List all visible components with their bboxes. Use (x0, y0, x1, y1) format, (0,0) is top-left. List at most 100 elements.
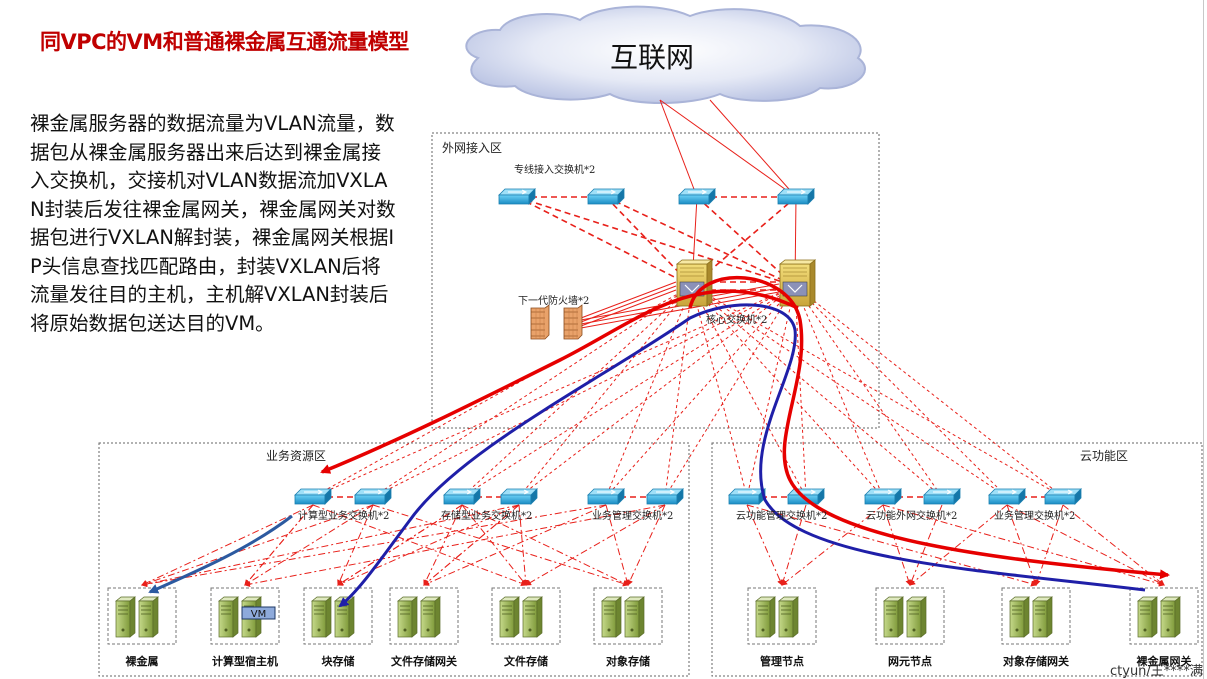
server-icon (883, 596, 904, 638)
server-group-box (1129, 587, 1199, 645)
server-icon (1160, 596, 1181, 638)
cloud-mgmt-switch-label: 云功能管理交换机*2 (736, 511, 828, 522)
server-icon (1009, 596, 1030, 638)
server-icon (1137, 596, 1158, 638)
link-core-access (691, 285, 943, 498)
link-access-server (461, 504, 527, 586)
cloud-icon (465, 5, 866, 104)
zone-cloud-box (711, 442, 1203, 677)
link-core-access (605, 285, 796, 498)
node-file-gateway-label: 文件存储网关 (391, 655, 457, 668)
link-access-server (746, 504, 1037, 587)
dotted-links (312, 285, 1064, 498)
node-bm-gateway-label: 裸金属网关 (1136, 655, 1192, 668)
switch-icon (777, 188, 815, 205)
node-object-gateway-label: 对象存储网关 (1003, 655, 1069, 668)
node-object-storage-label: 对象存储 (606, 655, 650, 668)
leased-line-switch-label: 专线接入交换机*2 (514, 165, 596, 176)
link-access-server (781, 504, 884, 586)
server-group-box (303, 587, 373, 645)
link-core-access (794, 285, 1064, 498)
server-icon (755, 596, 776, 638)
node-block-storage-label: 块存储 (321, 655, 355, 668)
link-firewall-core (580, 289, 677, 327)
slide-edge (1203, 0, 1204, 679)
link-core-access (372, 285, 693, 498)
server-group-box (593, 587, 663, 645)
internet-label: 互联网 (610, 41, 695, 74)
server-group-box (210, 587, 280, 645)
link-core-access (664, 285, 796, 498)
switch-icon (1044, 488, 1082, 505)
firewall-icon (530, 304, 550, 340)
servers (107, 587, 1199, 645)
node-ne-label: 网元节点 (888, 655, 932, 668)
server-icon (906, 596, 927, 638)
link-access-server (337, 504, 463, 586)
link-access-server (1034, 504, 1064, 586)
server-group-box (491, 587, 561, 645)
firewall-icon (563, 304, 583, 340)
link-access-server (337, 504, 520, 586)
link-core-access (794, 285, 1008, 498)
server-group-box (1001, 587, 1071, 645)
link-line (516, 196, 796, 287)
switch-icon (443, 488, 481, 505)
server-icon (1032, 596, 1053, 638)
compute-switch-label: 计算型业务交换机*2 (298, 511, 390, 522)
server-icon (218, 596, 239, 638)
devices (294, 188, 1082, 505)
link-core-access (605, 285, 693, 498)
link-access-server (1006, 504, 1038, 586)
link-access-server (518, 504, 529, 586)
zone-business-label: 业务资源区 (266, 449, 327, 463)
switch-icon (678, 188, 716, 205)
link-access-server (141, 504, 314, 586)
link-access-server (780, 504, 807, 586)
server-icon (311, 596, 332, 638)
switch-icon (787, 488, 825, 505)
link-access-server (909, 504, 1008, 586)
link-access-server (882, 504, 912, 586)
switch-icon (587, 488, 625, 505)
flow-red-to-bm-gateway (688, 275, 1170, 580)
link-internet-switch (659, 99, 797, 198)
server-group-box (747, 587, 817, 645)
link-core-access (691, 285, 1064, 498)
core-switch-label: 核心交换机*2 (706, 315, 768, 326)
link-firewall-core (580, 285, 677, 323)
link-access-server (605, 504, 630, 586)
link-core-access (518, 285, 796, 498)
node-bare-metal-label: 裸金属 (125, 655, 159, 668)
switch-icon (354, 488, 392, 505)
server-group-box (107, 587, 177, 645)
server-group-box (389, 587, 459, 645)
link-access-server (423, 504, 520, 586)
link-line (696, 196, 796, 287)
link-core-access (794, 285, 807, 498)
link-core-access (372, 285, 796, 498)
cloud-biz-mgmt-switch-label: 业务管理交换机*2 (994, 511, 1076, 522)
server-icon (138, 596, 159, 638)
switch-icon (646, 488, 684, 505)
switch-icon (728, 488, 766, 505)
dashdot-links (141, 504, 1165, 588)
zone-cloud-label: 云功能区 (1080, 449, 1129, 463)
switch-icon (923, 488, 961, 505)
mgmt-switch-label: 业务管理交换机*2 (592, 511, 674, 522)
switch-icon (988, 488, 1026, 505)
switch-icon (294, 488, 332, 505)
link-access-server (244, 504, 314, 586)
link-access-server (141, 504, 607, 588)
link-core-access (691, 285, 807, 498)
node-file-storage-label: 文件存储 (504, 655, 548, 668)
link-access-server (141, 504, 520, 587)
page-title: 同VPC的VM和普通裸金属互通流量模型 (40, 30, 409, 54)
link-access-server (244, 504, 374, 586)
flow-blue-to-vm (338, 303, 1146, 608)
switch-icon (500, 488, 538, 505)
link-core-access (691, 285, 748, 498)
node-mgmt-label: 管理节点 (760, 655, 804, 668)
link-core-access (461, 285, 693, 498)
link-firewall-core (580, 281, 677, 319)
